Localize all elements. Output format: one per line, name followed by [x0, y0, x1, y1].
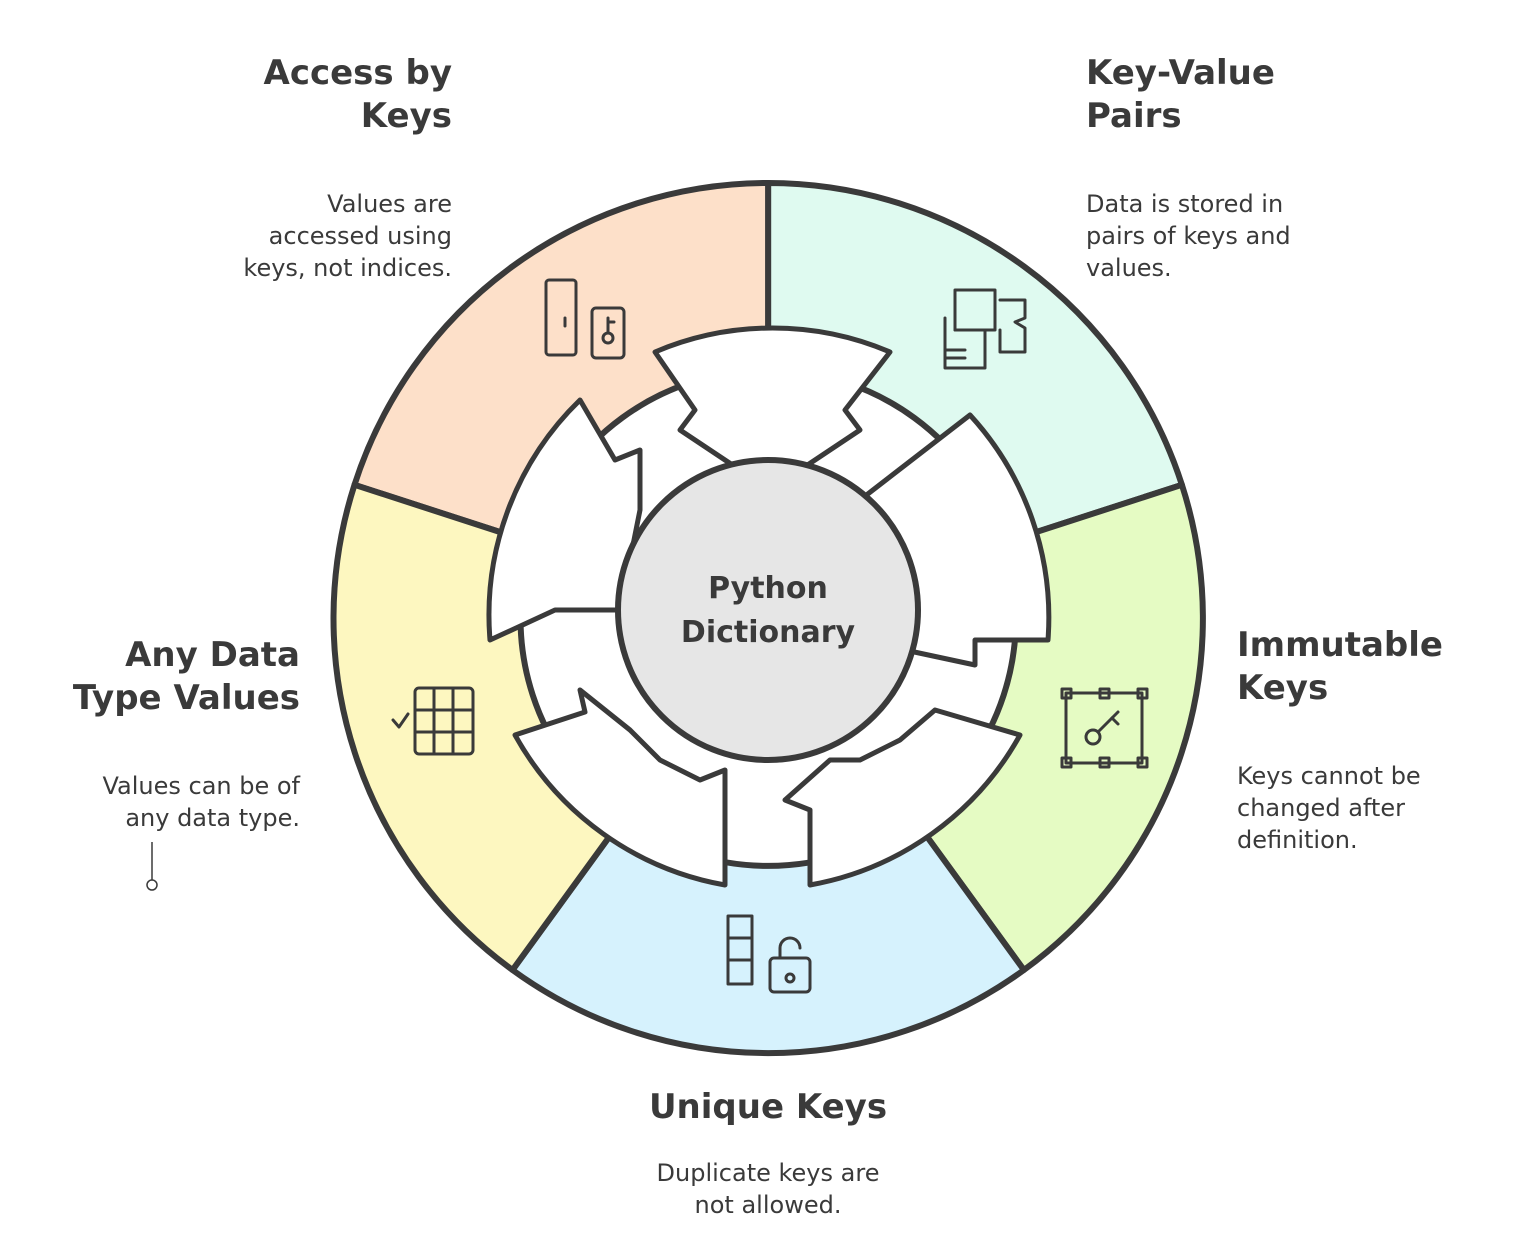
label-unique-keys: Unique Keys Duplicate keys are not allow… — [568, 1086, 968, 1221]
segment-immutable-keys — [910, 481, 1206, 973]
door-key-icon — [544, 278, 626, 360]
title-any-data-type-values: Any Data Type Values — [72, 635, 300, 718]
title-immutable-keys: Immutable Keys — [1237, 625, 1443, 708]
desc-access-by-keys: Values are accessed using keys, not indi… — [243, 190, 452, 282]
desc-unique-keys: Duplicate keys are not allowed. — [656, 1159, 880, 1219]
arrow-unique-keys — [512, 687, 728, 888]
center-circle — [615, 457, 921, 763]
arrow-immutable-keys — [782, 707, 1023, 888]
label-access-by-keys: Access by Keys Values are accessed using… — [243, 52, 452, 284]
label-key-value-pairs: Key-Value Pairs Data is stored in pairs … — [1086, 52, 1291, 284]
label-any-data-type-values: Any Data Type Values Values can be of an… — [73, 634, 300, 834]
connector-line — [146, 842, 158, 891]
title-unique-keys: Unique Keys — [648, 1087, 888, 1127]
desc-immutable-keys: Keys cannot be changed after definition. — [1237, 762, 1421, 854]
title-key-value-pairs: Key-Value Pairs — [1086, 53, 1275, 136]
title-access-by-keys: Access by Keys — [263, 53, 453, 136]
puzzle-pieces-icon — [943, 288, 1027, 370]
segment-access-by-keys — [351, 180, 772, 546]
grid-check-icon — [391, 686, 475, 756]
desc-any-data-type-values: Values can be of any data type. — [102, 772, 300, 832]
segment-key-value-pairs — [765, 180, 1185, 546]
framed-key-icon — [1060, 687, 1149, 769]
arrow-access-by-keys — [652, 325, 893, 473]
label-immutable-keys: Immutable Keys Keys cannot be changed af… — [1237, 624, 1443, 856]
center-title-line2: Dictionary — [681, 615, 856, 650]
center-title-line1: Python — [708, 571, 828, 606]
desc-key-value-pairs: Data is stored in pairs of keys and valu… — [1086, 190, 1291, 282]
arrow-any-data-type-values — [486, 397, 643, 643]
blocks-lock-icon — [726, 914, 812, 994]
